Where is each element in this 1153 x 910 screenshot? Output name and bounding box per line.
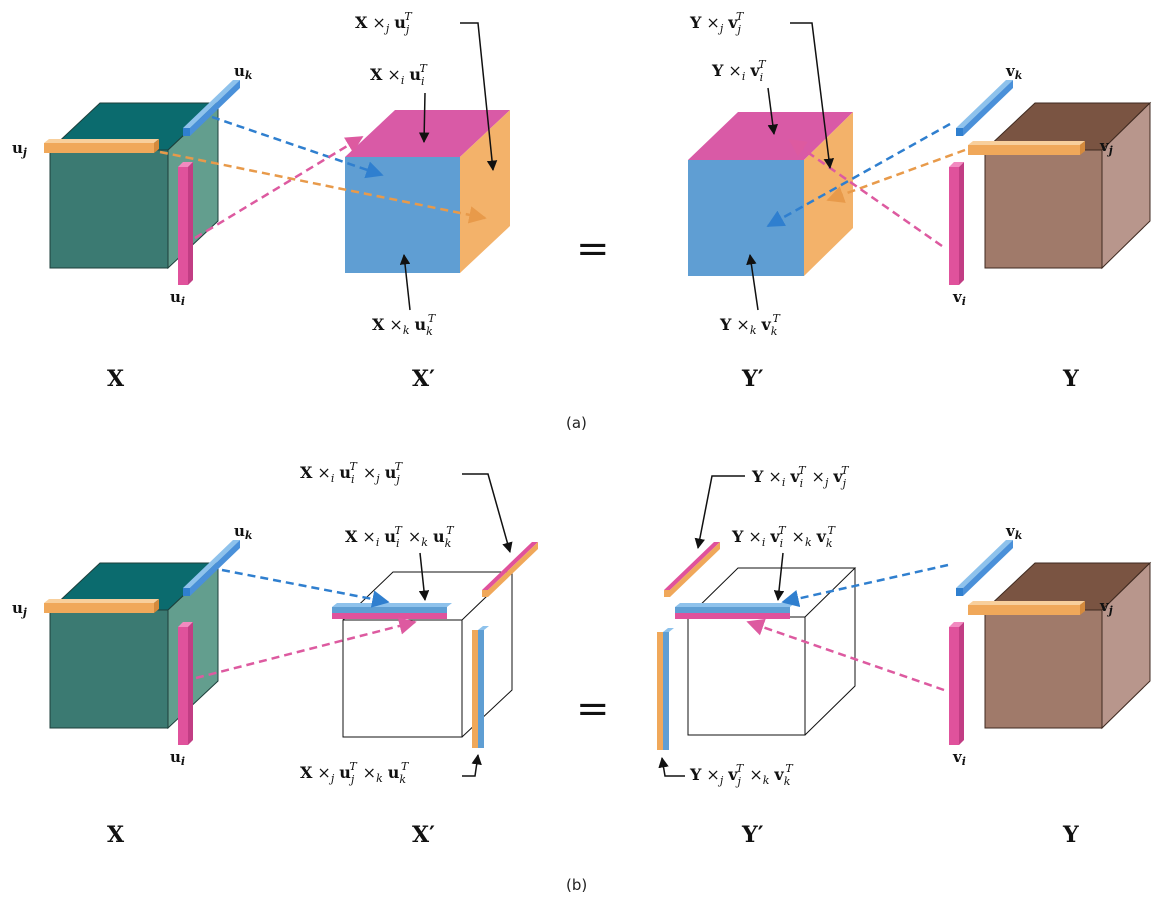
caption-a: (a) — [566, 414, 587, 432]
label-vi-a: vi — [952, 288, 966, 308]
bar-uk-b — [183, 540, 240, 596]
fiber-x-jk — [472, 626, 489, 748]
arrow-annot-x-jk — [462, 753, 482, 777]
arrow-uk-to-xprime-b — [221, 568, 390, 608]
arrow-annot-x-i — [418, 92, 430, 144]
label-vi-b: vi — [952, 748, 966, 768]
label-x-b: X — [107, 822, 125, 848]
cube-y-side — [1101, 101, 1151, 270]
arrow-ui-to-xprime-b — [195, 617, 417, 680]
arrow-vi-to-yprime-b — [746, 618, 945, 692]
arrow-vk-to-yprime — [766, 122, 951, 228]
bar-vi-b — [949, 622, 964, 745]
fiber-y-ij — [664, 542, 720, 597]
arrow-vj-to-yprime — [826, 148, 966, 203]
label-y-a: Y — [1062, 366, 1079, 392]
bar-vj-b — [968, 601, 1085, 615]
label-ui-b: ui — [170, 748, 185, 768]
label-xprime-b: X′ — [412, 822, 435, 848]
bar-vi-a — [949, 162, 964, 285]
label-uj-b: uj — [12, 599, 27, 619]
cube-y-side — [1101, 561, 1151, 730]
arrow-vk-to-yprime-b — [781, 563, 949, 608]
label-uk-b: uk — [234, 522, 253, 542]
arrow-annot-y-k — [746, 253, 759, 311]
label-uj-a: uj — [12, 139, 27, 159]
label-vj-a: vj — [1099, 137, 1113, 157]
cube-y-b — [983, 561, 1152, 730]
caption-b: (b) — [566, 876, 587, 894]
cube-yprime-a — [688, 112, 853, 276]
fiber-x-ik — [332, 603, 452, 619]
label-ui-a: ui — [170, 288, 185, 308]
arrow-ui-to-xprime — [194, 135, 364, 240]
arrow-annot-y-ij — [694, 475, 745, 550]
cube-y-a — [983, 101, 1152, 270]
arrow-uj-to-xprime — [159, 150, 487, 224]
cube-y-front — [984, 609, 1103, 729]
fiber-y-jk — [657, 628, 674, 750]
bar-ui-a — [178, 162, 193, 285]
label-xprime-a: X′ — [412, 366, 435, 392]
cube-xprime-side — [460, 110, 510, 273]
arrow-annot-y-jk — [658, 756, 685, 777]
cube-y-front — [984, 149, 1103, 269]
arrow-annot-y-ik — [773, 552, 785, 602]
label-yprime-b: Y′ — [741, 822, 764, 848]
equals-a: = — [576, 226, 610, 272]
fiber-y-ik — [675, 603, 795, 619]
bar-uj-a — [44, 139, 159, 153]
label-x-a: X — [107, 366, 125, 392]
cube-x-front — [49, 609, 169, 729]
label-vj-b: vj — [1099, 597, 1113, 617]
label-vk-b: vk — [1005, 522, 1023, 542]
label-vk-a: vk — [1005, 62, 1023, 82]
cube-xprime-front — [345, 157, 460, 273]
bar-vj-a — [968, 141, 1085, 155]
bar-ui-b — [178, 622, 193, 745]
arrow-uk-to-xprime — [211, 115, 384, 179]
arrow-annot-x-ij — [462, 473, 513, 554]
cube-x-front — [49, 149, 169, 269]
bar-vk-b — [956, 540, 1013, 596]
arrow-annot-y-j — [790, 22, 835, 170]
arrow-annot-x-j — [460, 22, 498, 172]
bar-vk-a — [956, 80, 1013, 136]
arrow-annot-x-k — [399, 253, 411, 311]
arrow-vi-to-yprime — [788, 138, 943, 248]
equals-b: = — [576, 686, 610, 732]
cube-yprime-top — [688, 112, 853, 160]
arrow-annot-y-i — [767, 87, 778, 136]
bar-uk-a — [183, 80, 240, 136]
bar-uj-b — [44, 599, 159, 613]
label-yprime-a: Y′ — [741, 366, 764, 392]
fiber-x-ij — [482, 542, 538, 597]
cube-xprime-a — [345, 110, 510, 273]
arrow-annot-x-ik — [418, 552, 430, 602]
label-uk-a: uk — [234, 62, 253, 82]
cube-yprime-front — [688, 160, 804, 276]
label-y-b: Y — [1062, 822, 1079, 848]
